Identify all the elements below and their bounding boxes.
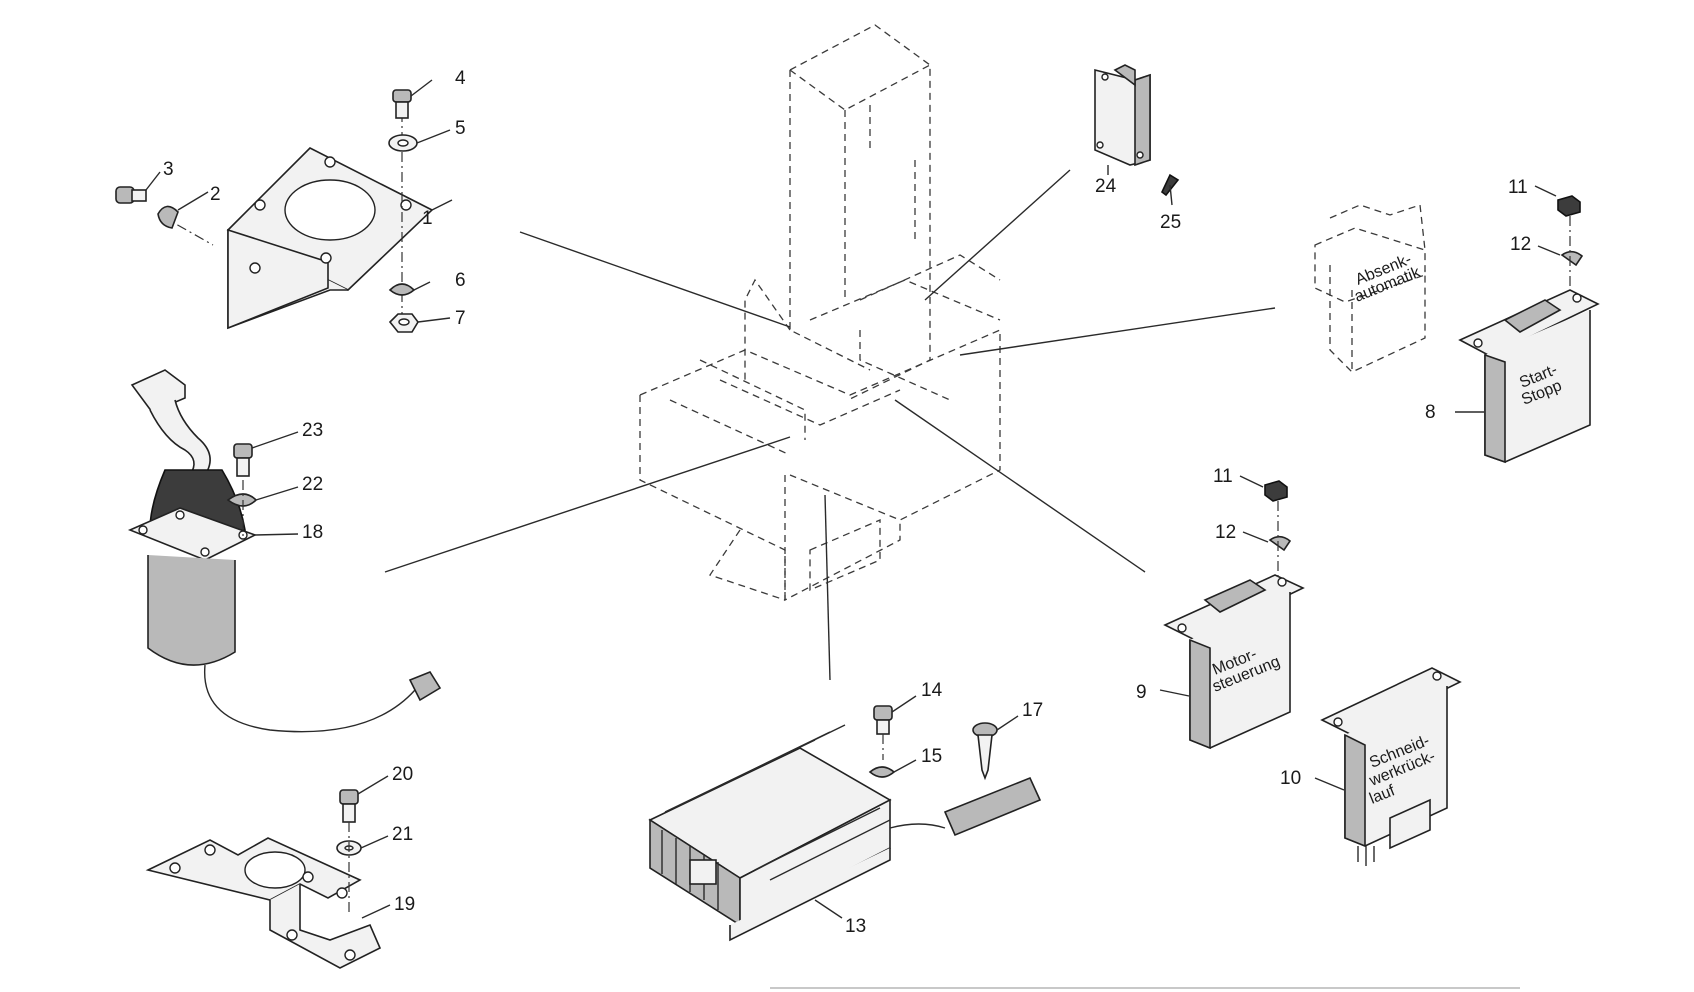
label-1: 1 xyxy=(422,208,433,229)
label-13: 13 xyxy=(845,916,866,937)
label-9: 9 xyxy=(1136,682,1147,703)
relay-assembly xyxy=(1094,64,1180,206)
label-15: 15 xyxy=(921,746,942,767)
label-3: 3 xyxy=(163,159,174,180)
label-23: 23 xyxy=(302,420,323,441)
label-11-mid: 11 xyxy=(1213,466,1233,487)
label-7: 7 xyxy=(455,308,466,329)
motorsteuerung-box: Motor- steuerung xyxy=(1159,475,1305,750)
label-19: 19 xyxy=(394,894,415,915)
start-stopp-box: Start- Stopp xyxy=(1455,185,1600,464)
controller-assembly xyxy=(648,695,1042,942)
label-5: 5 xyxy=(455,118,466,139)
label-14: 14 xyxy=(921,680,943,701)
label-18: 18 xyxy=(302,522,323,543)
leader-lines xyxy=(384,169,1276,681)
label-8: 8 xyxy=(1425,402,1436,423)
label-25: 25 xyxy=(1160,212,1181,233)
label-12-top: 12 xyxy=(1510,234,1531,255)
label-11-top: 11 xyxy=(1508,177,1528,198)
label-20: 20 xyxy=(392,764,413,785)
label-12-mid: 12 xyxy=(1215,522,1236,543)
label-2: 2 xyxy=(210,184,221,205)
label-6: 6 xyxy=(455,270,466,291)
absenkautomatik-box: Absenk- automatik xyxy=(1314,204,1426,373)
label-4: 4 xyxy=(455,68,466,89)
chassis-frame xyxy=(639,24,1001,602)
mounting-plate-assembly xyxy=(145,775,391,969)
label-22: 22 xyxy=(302,474,323,495)
part-number-labels: 1 2 3 4 5 6 7 8 9 10 11 11 12 12 13 14 1… xyxy=(163,68,1531,937)
label-17: 17 xyxy=(1022,700,1043,721)
label-10: 10 xyxy=(1280,768,1301,789)
motor-bracket-assembly xyxy=(115,79,453,333)
schneidwerkruecklauf-box: Schneid- werkrück- lauf xyxy=(1314,667,1462,866)
joystick-assembly xyxy=(127,369,442,733)
label-24: 24 xyxy=(1095,176,1117,197)
label-21: 21 xyxy=(392,824,413,845)
